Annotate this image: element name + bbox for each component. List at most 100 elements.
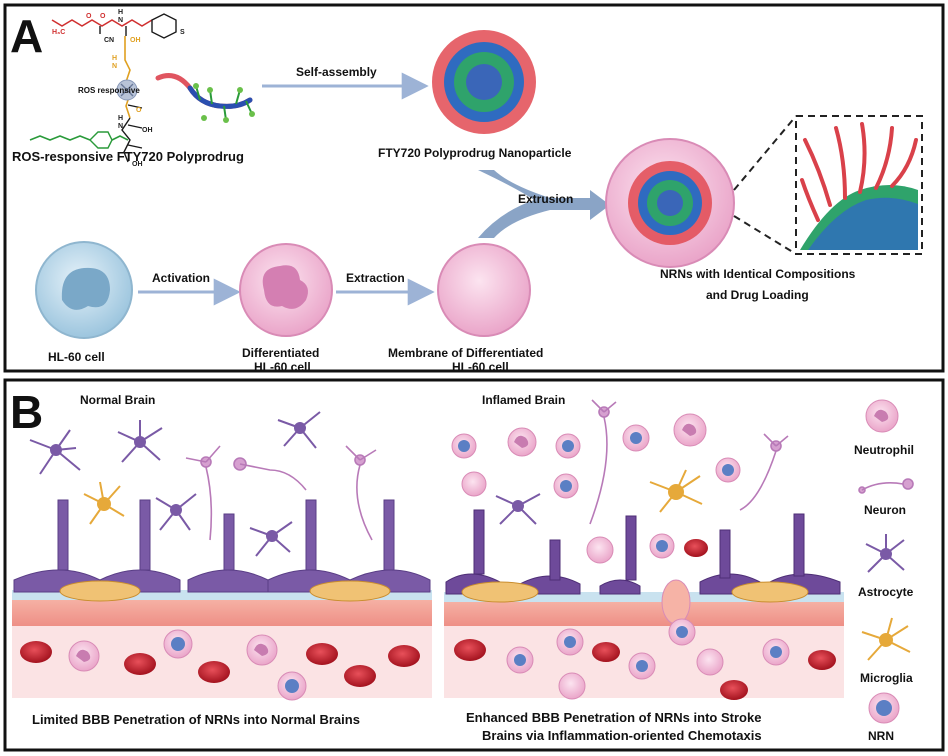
- ros-responsive-label: ROS responsive: [78, 86, 140, 95]
- astrocyte-icon: [29, 429, 81, 475]
- normal-caption: Limited BBB Penetration of NRNs into Nor…: [32, 712, 360, 727]
- panel-a: A H₃C O O N H CN OH O S N H N H: [3, 3, 945, 374]
- legend-neutrophil-icon: [865, 399, 899, 433]
- molecule-atom-label: O: [136, 107, 142, 114]
- nrn-label-line1: NRNs with Identical Compositions: [660, 267, 856, 281]
- nrn-icon: [277, 671, 307, 701]
- extrusion-label: Extrusion: [518, 192, 573, 206]
- neutrophil-icon: [461, 471, 487, 497]
- neuron-icon: [739, 433, 789, 511]
- neuron-icon: [233, 457, 307, 491]
- zoom-guide-line: [733, 115, 797, 191]
- legend-label: Neuron: [864, 503, 906, 517]
- neutrophil-icon: [586, 536, 614, 564]
- red-blood-cell: [124, 653, 156, 675]
- polymer-chain-icon: [155, 73, 255, 123]
- nanoparticle-label: FTY720 Polyprodrug Nanoparticle: [378, 146, 572, 160]
- differentiated-label-line1: Differentiated: [242, 346, 319, 360]
- astrocyte-icon: [495, 493, 541, 525]
- polyprodrug-molecule: H₃C O O N H CN OH O S N H N H OH OH ROS …: [29, 9, 185, 168]
- legend: Neutrophil Neuron Astrocyte Microglia NR…: [854, 399, 914, 743]
- hl60-label: HL-60 cell: [48, 350, 105, 364]
- astrocyte-icon: [117, 420, 163, 463]
- normal-brain-cells: [29, 411, 377, 557]
- neuron-icon: [185, 445, 221, 541]
- nrn-icon: [715, 457, 741, 483]
- basement-membrane: [444, 592, 844, 602]
- red-blood-cell: [20, 641, 52, 663]
- basement-membrane: [12, 590, 432, 600]
- nrn-icon: [556, 628, 584, 656]
- extraction-label: Extraction: [346, 271, 405, 285]
- nrn-icon: [605, 138, 735, 268]
- nrn-icon: [668, 618, 696, 646]
- nrn-zoom-detail: [800, 120, 918, 250]
- nrn-icon: [553, 473, 579, 499]
- activation-label: Activation: [152, 271, 210, 285]
- nrn-icon: [506, 646, 534, 674]
- neuron-icon: [345, 445, 377, 541]
- inflamed-brain-title: Inflamed Brain: [482, 393, 565, 407]
- legend-label: NRN: [868, 729, 894, 743]
- membrane-icon: [437, 243, 531, 337]
- molecule-atom-label: N: [118, 123, 123, 130]
- nrn-icon: [762, 638, 790, 666]
- panel-a-label: A: [10, 10, 43, 62]
- astrocyte-icon: [249, 521, 293, 557]
- molecule-atom-label: O: [100, 13, 106, 20]
- red-blood-cell: [720, 680, 748, 700]
- legend-label: Astrocyte: [858, 585, 914, 599]
- legend-neuron-icon: [858, 478, 914, 494]
- membrane-label-line1: Membrane of Differentiated: [388, 346, 543, 360]
- nrn-icon: [649, 533, 675, 559]
- endothelial-layer: [444, 600, 844, 626]
- legend-astrocyte-icon: [865, 534, 905, 573]
- nrn-icon: [451, 433, 477, 459]
- molecule-atom-label: O: [86, 13, 92, 20]
- red-blood-cell: [808, 650, 836, 670]
- molecule-atom-label: OH: [132, 161, 143, 168]
- red-blood-cell: [306, 643, 338, 665]
- zoom-guide-line: [733, 215, 797, 255]
- nrn-icon: [163, 629, 193, 659]
- nanoparticle-icon: [432, 30, 536, 134]
- neutrophil-icon: [673, 413, 707, 447]
- differentiated-cell-icon: [239, 243, 333, 337]
- molecule-atom-label: N: [112, 63, 117, 70]
- red-blood-cell: [592, 642, 620, 662]
- inflamed-brain-cells: [451, 399, 789, 564]
- molecule-atom-label: H: [118, 115, 123, 122]
- inflamed-blood-cells: [454, 618, 836, 700]
- self-assembly-label: Self-assembly: [296, 65, 377, 79]
- nrn-label-line2: and Drug Loading: [706, 288, 809, 302]
- molecule-atom-label: CN: [104, 37, 114, 44]
- membrane-label-line2: HL-60 cell: [452, 360, 509, 374]
- nrn-icon: [555, 433, 581, 459]
- neuron-icon: [589, 399, 617, 525]
- red-blood-cell: [454, 639, 486, 661]
- molecule-atom-label: OH: [142, 127, 153, 134]
- normal-blood-cells: [20, 629, 420, 701]
- legend-label: Neutrophil: [854, 443, 914, 457]
- endothelial-layer: [12, 598, 432, 626]
- neutrophil-icon: [507, 427, 537, 457]
- molecule-atom-label: S: [180, 29, 185, 36]
- molecule-atom-label: H: [112, 55, 117, 62]
- nrn-zoom-box: [795, 115, 923, 255]
- transmigrating-neutrophil: [661, 579, 691, 625]
- neutrophil-icon: [696, 648, 724, 676]
- panel-b: B Normal Brain Inflamed Brain: [3, 378, 945, 752]
- red-blood-cell: [388, 645, 420, 667]
- hl60-cell-icon: [35, 241, 133, 339]
- red-blood-cell: [198, 661, 230, 683]
- inflamed-caption-line1: Enhanced BBB Penetration of NRNs into St…: [466, 710, 761, 725]
- differentiated-label-line2: HL-60 cell: [254, 360, 311, 374]
- extrusion-arrow: [478, 170, 610, 238]
- legend-label: Microglia: [860, 671, 913, 685]
- astrocyte-icon: [155, 493, 197, 531]
- normal-brain-title: Normal Brain: [80, 393, 155, 407]
- red-blood-cell: [344, 665, 376, 687]
- molecule-atom-label: OH: [130, 37, 141, 44]
- neutrophil-icon: [246, 634, 278, 666]
